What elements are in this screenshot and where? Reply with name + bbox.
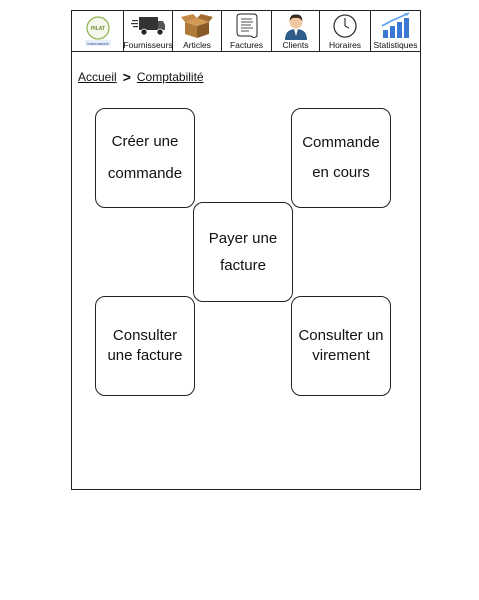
view-transfer-label: Consulter un virement [298,327,384,364]
nav-item-statistiques[interactable]: Statistiques [371,11,420,51]
view-invoice-label: Consulter une facture [107,327,183,364]
view-invoice-button[interactable]: Consulter une facture [95,296,195,396]
breadcrumb-accueil[interactable]: Accueil [78,70,117,84]
create-order-label: Créer une commande [107,133,183,182]
nav-label-factures: Factures [229,40,264,50]
truck-icon [130,12,166,40]
nav-item-fournisseurs[interactable]: Fournisseurs [123,11,173,51]
nav-label-clients: Clients [282,40,309,50]
app-frame: PILAT Intermarché Fournisseurs [71,10,421,490]
nav-label-fournisseurs: Fournisseurs [123,40,173,50]
box-icon [179,12,215,40]
pilat-logo-icon: PILAT Intermarché [78,12,118,50]
breadcrumb-comptabilite[interactable]: Comptabilité [136,70,204,84]
invoice-icon [229,12,265,40]
home-logo[interactable]: PILAT Intermarché [72,11,124,51]
bar-chart-icon [378,12,414,40]
person-icon [278,12,314,40]
top-nav: PILAT Intermarché Fournisseurs [72,11,420,52]
breadcrumb: Accueil > Comptabilité [78,69,204,85]
pay-invoice-button[interactable]: Payer une facture [193,202,293,302]
nav-label-articles: Articles [183,40,211,50]
clock-icon [327,12,363,40]
nav-item-factures[interactable]: Factures [222,11,272,51]
logo-text-bottom: Intermarché [87,41,109,46]
order-in-progress-button[interactable]: Commande en cours [291,108,391,208]
pay-invoice-label: Payer une facture [208,230,278,274]
create-order-button[interactable]: Créer une commande [95,108,195,208]
view-transfer-button[interactable]: Consulter un virement [291,296,391,396]
order-in-progress-label: Commande en cours [302,134,380,181]
nav-label-horaires: Horaires [328,40,362,50]
nav-item-horaires[interactable]: Horaires [320,11,371,51]
nav-item-clients[interactable]: Clients [272,11,320,51]
nav-label-statistiques: Statistiques [373,40,418,50]
breadcrumb-separator: > [122,69,131,85]
nav-item-articles[interactable]: Articles [173,11,222,51]
logo-text-top: PILAT [90,26,104,32]
